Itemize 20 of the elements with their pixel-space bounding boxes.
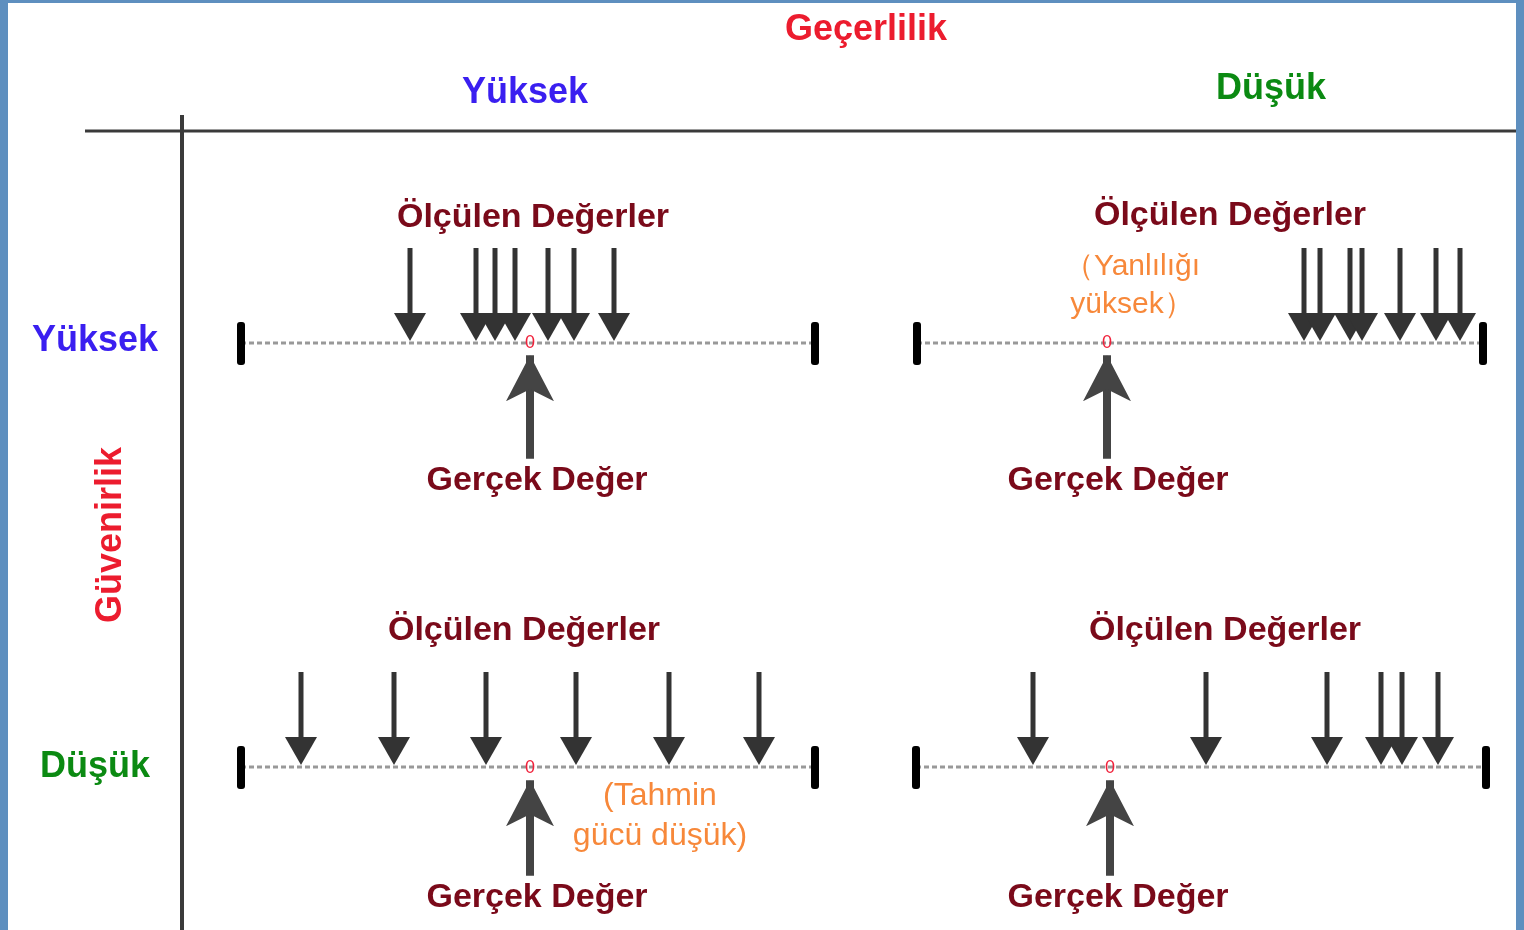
note-text: (Tahmin gücü düşük) (571, 775, 749, 854)
measured-values-label: Ölçülen Değerler (387, 607, 661, 649)
measured-values-label: Ölçülen Değerler (1088, 607, 1362, 649)
row-heading: Yüksek (31, 316, 159, 361)
column-heading: Yüksek (461, 68, 589, 113)
axis-title: Geçerlilik (784, 5, 948, 50)
value-label: 0 (525, 755, 535, 779)
value-label: Gerçek Değer (1007, 873, 1229, 917)
row-heading: Düşük (40, 742, 150, 787)
value-label: Gerçek Değer (426, 456, 648, 500)
column-heading: Düşük (1216, 64, 1326, 109)
axis-title: Güvenirlik (86, 446, 130, 624)
value-label: Gerçek Değer (426, 873, 648, 917)
value-label: 0 (1105, 755, 1115, 779)
value-label: 0 (525, 330, 535, 354)
measured-values-label: Ölçülen Değerler (1093, 192, 1367, 234)
value-label: 0 (1102, 330, 1112, 354)
note-text: （Yanlılığı yüksek） (1062, 246, 1202, 321)
measured-values-label: Ölçülen Değerler (396, 194, 670, 236)
value-label: Gerçek Değer (1007, 456, 1229, 500)
